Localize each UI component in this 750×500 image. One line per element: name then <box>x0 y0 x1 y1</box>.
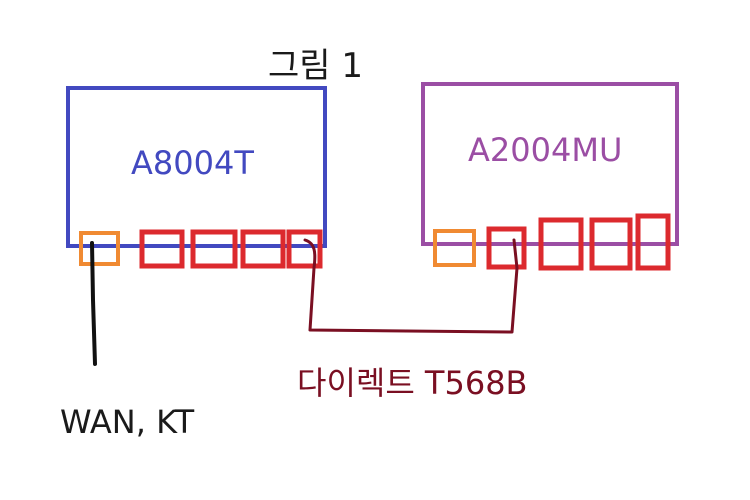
wan-line <box>90 241 97 366</box>
lan-port-a2004mu-1 <box>486 226 527 270</box>
device-label-a2004mu: A2004MU <box>468 131 623 169</box>
lan-port-a8004t-4 <box>286 229 323 269</box>
wan-port-a2004mu <box>433 229 476 267</box>
wan-label: WAN, KT <box>60 403 195 441</box>
lan-port-a8004t-3 <box>240 229 286 269</box>
lan-port-a2004mu-3 <box>589 217 633 271</box>
figure-title: 그림 1 <box>268 46 363 86</box>
lan-port-a8004t-2 <box>190 229 238 269</box>
lan-port-a8004t-1 <box>139 229 185 269</box>
lan-port-a2004mu-4 <box>635 213 671 271</box>
device-box-a8004t <box>66 86 327 248</box>
direct-cable <box>303 238 519 334</box>
lan-port-a2004mu-2 <box>538 217 584 271</box>
cable-label: 다이렉트 T568B <box>297 364 528 402</box>
device-label-a8004t: A8004T <box>131 144 254 182</box>
device-box-a2004mu <box>421 82 679 246</box>
wan-port-a8004t <box>79 231 120 266</box>
